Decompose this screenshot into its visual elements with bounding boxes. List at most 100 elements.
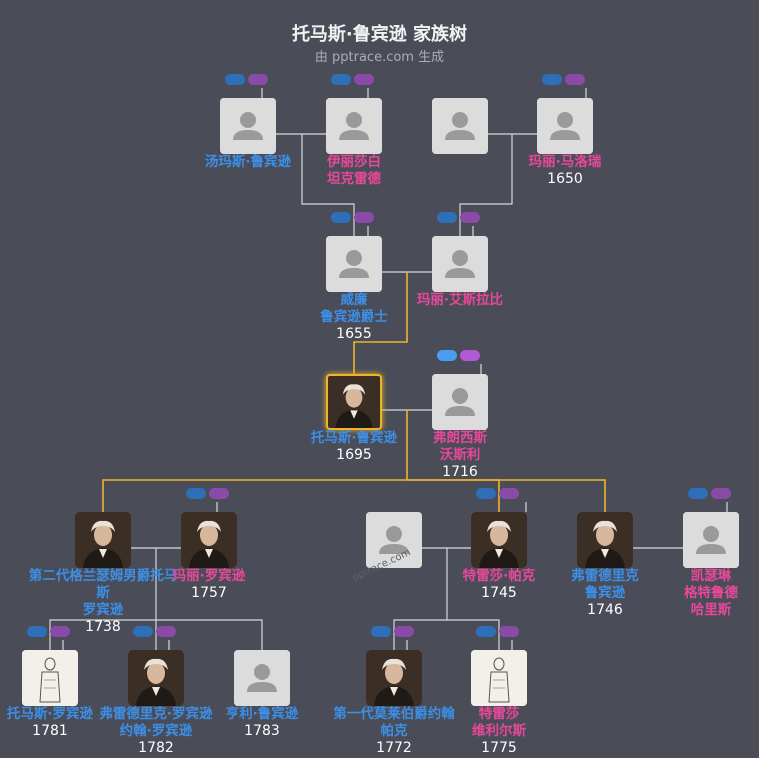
person-card[interactable] — [683, 512, 739, 568]
expand-ancestors-button[interactable] — [476, 626, 496, 637]
expand-ancestors-button[interactable] — [331, 212, 351, 223]
expand-spouse-button[interactable] — [460, 350, 480, 361]
expand-ancestors-button[interactable] — [186, 488, 206, 499]
person-name: 帕克 — [380, 723, 408, 739]
person-name: 约翰·罗宾逊 — [119, 723, 193, 739]
person-card[interactable] — [366, 650, 422, 706]
expand-spouse-button[interactable] — [565, 74, 585, 85]
person-card[interactable] — [471, 512, 527, 568]
person-label[interactable]: 汤玛斯·鲁宾逊 — [173, 154, 323, 171]
person-name: 罗宾逊 — [82, 602, 124, 618]
person-label[interactable]: 凯瑟琳格特鲁德哈里斯 — [636, 568, 759, 619]
person-placeholder-icon — [432, 374, 488, 430]
person-card[interactable] — [326, 374, 382, 430]
person-placeholder-icon — [537, 98, 593, 154]
person-card[interactable] — [577, 512, 633, 568]
birth-year: 1650 — [547, 171, 583, 187]
expand-ancestors-button[interactable] — [331, 74, 351, 85]
expand-spouse-button[interactable] — [248, 74, 268, 85]
person-card[interactable] — [366, 512, 422, 568]
expand-ancestors-button[interactable] — [27, 626, 47, 637]
person-name: 汤玛斯·鲁宾逊 — [204, 154, 292, 170]
person-label[interactable]: 伊丽莎白坦克雷德 — [279, 154, 429, 188]
person-card[interactable] — [326, 98, 382, 154]
person-card[interactable] — [432, 374, 488, 430]
expand-spouse-button[interactable] — [156, 626, 176, 637]
person-name: 弗雷德里克·罗宾逊 — [99, 706, 213, 722]
person-name: 伊丽莎白 — [327, 154, 381, 170]
birth-year: 1757 — [191, 585, 227, 601]
expand-spouse-button[interactable] — [460, 212, 480, 223]
birth-year: 1782 — [138, 740, 174, 756]
person-card[interactable] — [128, 650, 184, 706]
person-card[interactable] — [537, 98, 593, 154]
birth-year: 1745 — [481, 585, 517, 601]
birth-year: 1746 — [587, 602, 623, 618]
portrait-photo — [328, 376, 380, 428]
sketch-photo — [471, 650, 527, 706]
expand-spouse-button[interactable] — [50, 626, 70, 637]
person-card[interactable] — [432, 98, 488, 154]
person-card[interactable] — [220, 98, 276, 154]
person-name: 格特鲁德 — [684, 585, 738, 601]
person-card[interactable] — [471, 650, 527, 706]
birth-year: 1695 — [336, 447, 372, 463]
portrait-photo — [75, 512, 131, 568]
expand-ancestors-button[interactable] — [371, 626, 391, 637]
person-name: 玛丽·艾斯拉比 — [416, 292, 504, 308]
person-name: 弗朗西斯 — [433, 430, 487, 446]
portrait-photo — [577, 512, 633, 568]
birth-year: 1738 — [85, 619, 121, 635]
expand-spouse-button[interactable] — [354, 74, 374, 85]
expand-spouse-button[interactable] — [209, 488, 229, 499]
descent-line — [49, 548, 157, 650]
expand-spouse-button[interactable] — [354, 212, 374, 223]
expand-spouse-button[interactable] — [499, 488, 519, 499]
expand-ancestors-button[interactable] — [542, 74, 562, 85]
birth-year: 1655 — [336, 326, 372, 342]
person-card[interactable] — [181, 512, 237, 568]
person-card[interactable] — [22, 650, 78, 706]
person-name: 第一代莫莱伯爵约翰 — [333, 706, 455, 722]
person-name: 托马斯·罗宾逊 — [6, 706, 94, 722]
expand-ancestors-button[interactable] — [688, 488, 708, 499]
person-name: 玛丽·罗宾逊 — [172, 568, 246, 584]
expand-ancestors-button[interactable] — [437, 350, 457, 361]
person-card[interactable] — [326, 236, 382, 292]
person-name: 沃斯利 — [439, 447, 481, 463]
descent-line — [447, 619, 500, 650]
person-name: 玛丽·马洛瑞 — [528, 154, 602, 170]
person-label[interactable]: 玛丽·艾斯拉比 — [385, 292, 535, 309]
expand-ancestors-button[interactable] — [133, 626, 153, 637]
expand-spouse-button[interactable] — [394, 626, 414, 637]
person-placeholder-icon — [220, 98, 276, 154]
expand-ancestors-button[interactable] — [437, 212, 457, 223]
person-name: 亨利·鲁宾逊 — [225, 706, 299, 722]
expand-spouse-button[interactable] — [711, 488, 731, 499]
birth-year: 1783 — [244, 723, 280, 739]
person-placeholder-icon — [234, 650, 290, 706]
person-name: 弗雷德里克 — [571, 568, 639, 584]
person-placeholder-icon — [432, 236, 488, 292]
expand-ancestors-button[interactable] — [476, 488, 496, 499]
person-card[interactable] — [432, 236, 488, 292]
person-card[interactable] — [75, 512, 131, 568]
person-card[interactable] — [234, 650, 290, 706]
expand-ancestors-button[interactable] — [225, 74, 245, 85]
expand-spouse-button[interactable] — [499, 626, 519, 637]
descent-line — [156, 619, 263, 650]
